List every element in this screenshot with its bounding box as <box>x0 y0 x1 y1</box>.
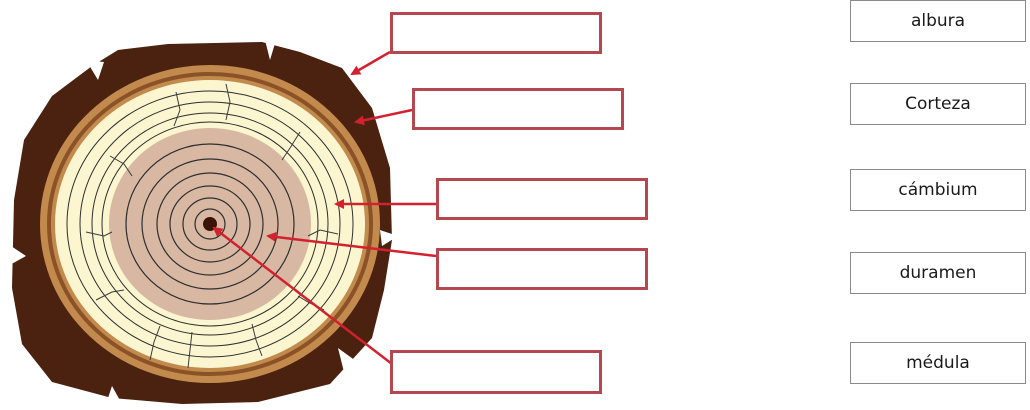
word-card-albura[interactable]: albura <box>850 0 1026 42</box>
answer-box-3[interactable] <box>436 178 648 220</box>
answer-box-4[interactable] <box>436 248 648 290</box>
word-card-medula[interactable]: médula <box>850 342 1026 384</box>
answer-box-5[interactable] <box>390 350 602 394</box>
answer-box-2[interactable] <box>412 88 624 130</box>
arrow-to-bark <box>352 52 390 74</box>
word-card-duramen[interactable]: duramen <box>850 252 1026 294</box>
answer-box-1[interactable] <box>390 12 602 54</box>
word-card-cambium[interactable]: cámbium <box>850 169 1026 211</box>
word-card-corteza[interactable]: Corteza <box>850 83 1026 125</box>
